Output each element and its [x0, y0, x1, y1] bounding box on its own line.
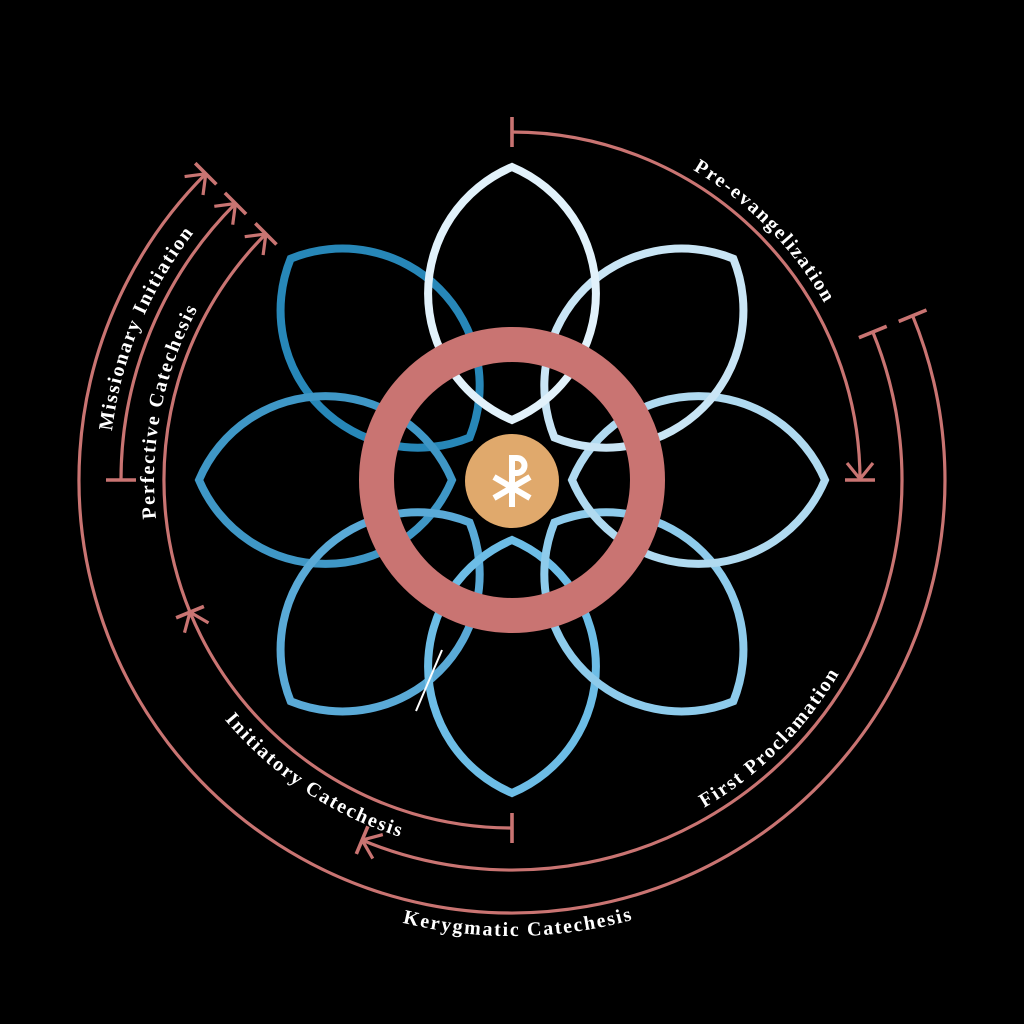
center-ring: [359, 327, 665, 633]
arrow-end-icon: [354, 825, 384, 860]
petal-bottom: [424, 535, 600, 798]
process-arcs: [77, 117, 947, 915]
start-bar-icon: [898, 308, 928, 324]
petal-top-left: [276, 244, 484, 452]
arc-first-proclamation: [354, 324, 904, 872]
chi-rho-icon: [492, 455, 532, 507]
arrow-end-icon: [184, 161, 218, 196]
petal-top: [424, 162, 600, 425]
arc-perfective-catechesis: [162, 222, 278, 613]
petal-top-right: [540, 244, 748, 452]
arc-kerygmatic-catechesis: [77, 161, 947, 915]
petal-bottom-left: [276, 508, 484, 716]
arc-missionary-initiation: [106, 191, 248, 482]
stray-line: [415, 649, 443, 712]
flower-petals: [194, 162, 830, 798]
arrow-end-icon: [214, 191, 248, 225]
petal-bottom-right: [540, 508, 748, 716]
petal-right: [567, 392, 830, 568]
arrow-end-icon: [845, 461, 875, 482]
arrow-end-icon: [244, 222, 278, 256]
start-bar-icon: [858, 324, 888, 340]
petal-left: [194, 392, 457, 568]
arc-pre-evangelization: [510, 117, 875, 482]
